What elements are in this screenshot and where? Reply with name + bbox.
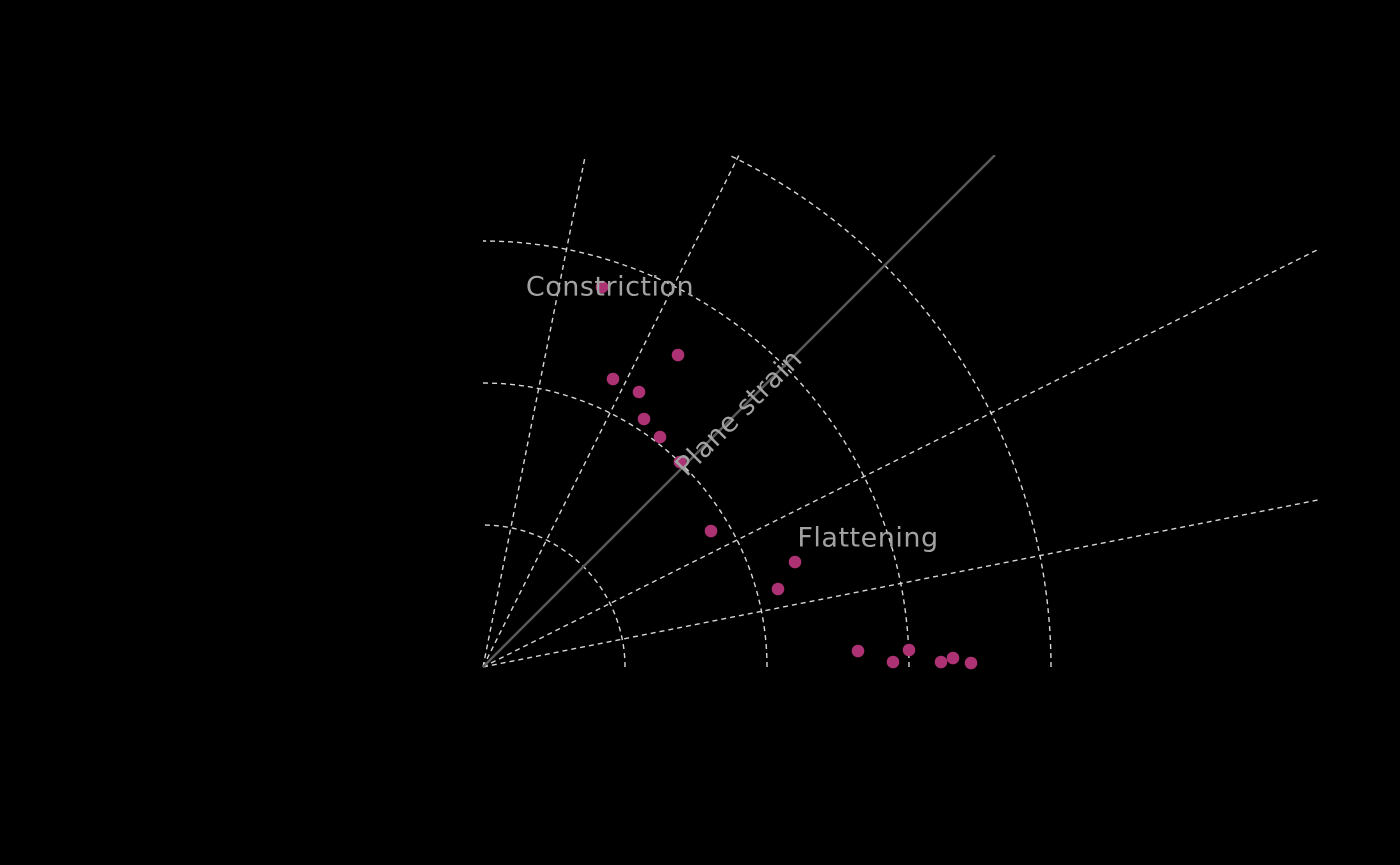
data-point: [851, 644, 865, 658]
data-point: [964, 656, 978, 670]
data-point: [788, 555, 802, 569]
data-points: [595, 280, 978, 670]
data-point: [886, 655, 900, 669]
k-line: [482, 498, 1320, 668]
data-point: [653, 430, 667, 444]
data-point: [606, 372, 620, 386]
data-point: [671, 348, 685, 362]
data-point: [632, 385, 646, 399]
strain-magnitude-arc: [727, 155, 1052, 668]
strain-magnitude-arc: [482, 382, 768, 668]
data-point: [673, 455, 687, 469]
data-point: [946, 651, 960, 665]
k-line: [482, 155, 740, 668]
data-point: [637, 412, 651, 426]
k-line: [482, 155, 587, 668]
data-point: [934, 655, 948, 669]
plane-strain-line: [482, 155, 996, 668]
k-line: [482, 247, 1320, 668]
data-point: [771, 582, 785, 596]
data-point: [595, 280, 609, 294]
flattening-field-label: Flattening: [797, 522, 939, 554]
constriction-field-label: Constriction: [525, 271, 695, 303]
data-point: [704, 524, 718, 538]
data-point: [902, 643, 916, 657]
